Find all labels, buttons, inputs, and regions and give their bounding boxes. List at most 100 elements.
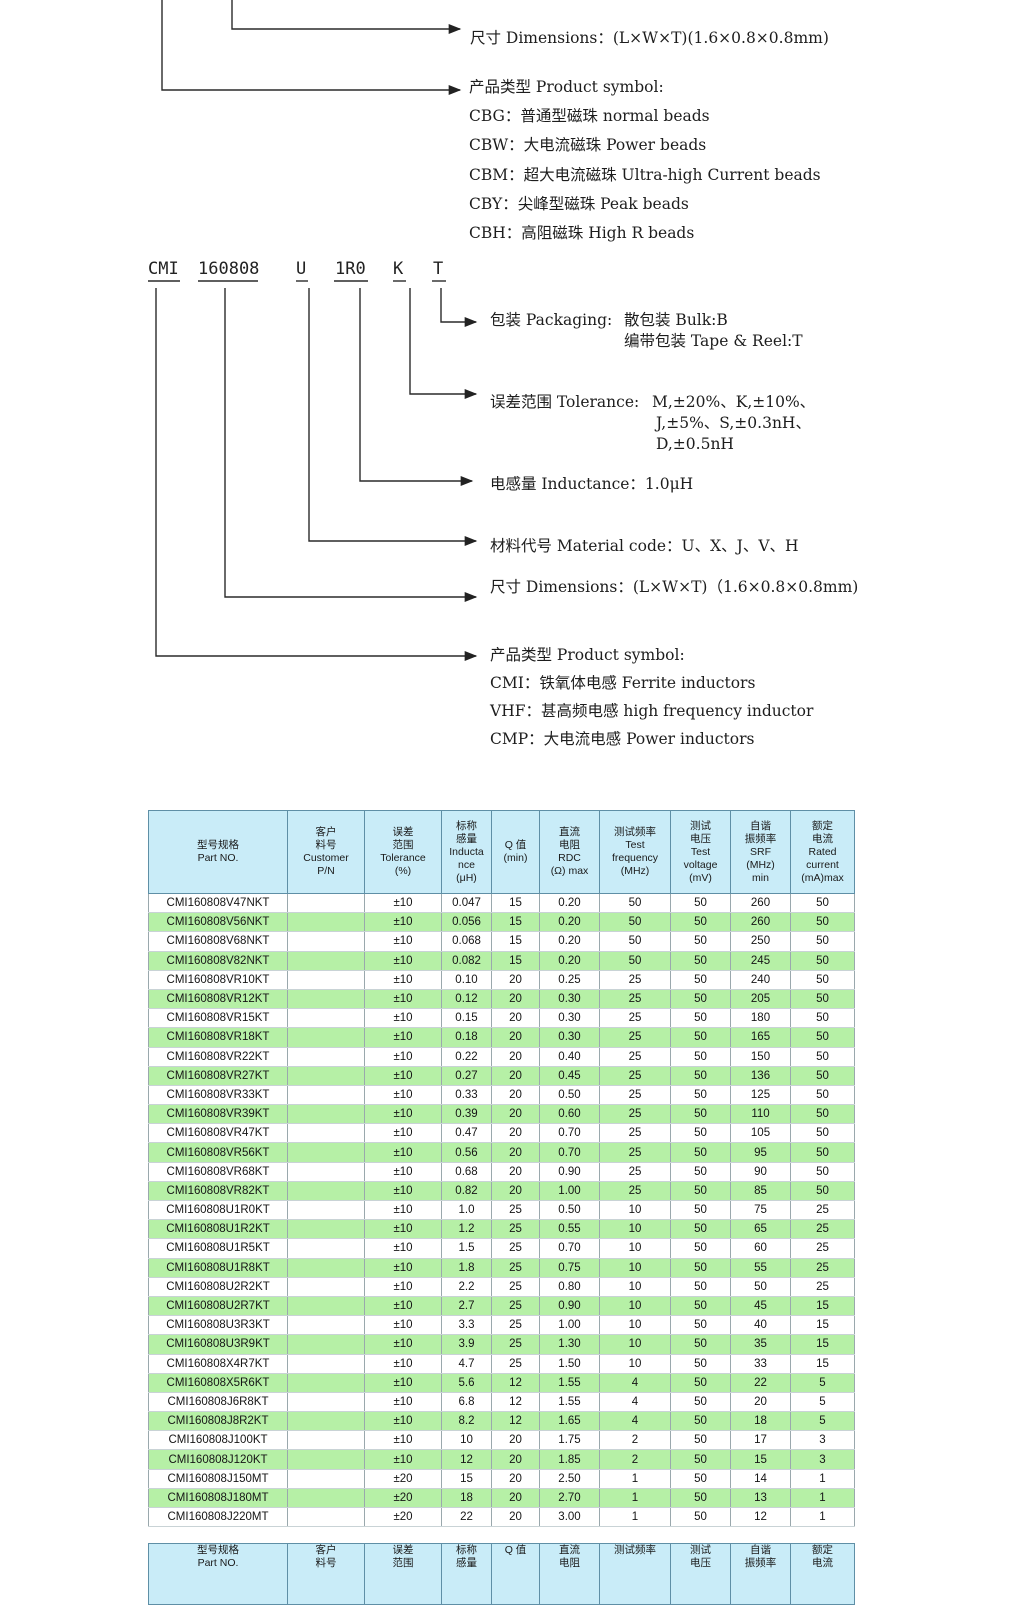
table-cell: CMI160808VR12KT	[148, 989, 288, 1010]
table-cell: 50	[670, 970, 731, 990]
table-cell	[287, 1085, 365, 1106]
table-cell: 50	[670, 1392, 731, 1413]
table-cell	[287, 1142, 365, 1163]
table-cell: 0.56	[441, 1142, 492, 1163]
table-cell: 1	[599, 1507, 671, 1528]
table-cell: 3.3	[441, 1315, 492, 1336]
table-cell: 25	[491, 1315, 540, 1336]
table-cell: ±10	[364, 1334, 442, 1355]
table-cell	[287, 951, 365, 971]
table-cell: CMI160808VR27KT	[148, 1066, 288, 1086]
table-cell: ±10	[364, 951, 442, 971]
table-cell: 75	[730, 1200, 791, 1221]
table-cell: 0.50	[539, 1200, 600, 1221]
beads-type-cbh: CBH：高阻磁珠 High R beads	[469, 224, 695, 242]
table-cell: 0.70	[539, 1123, 600, 1144]
dimensions-text: 尺寸 Dimensions：(L×W×T)（1.6×0.8×0.8mm)	[490, 578, 859, 596]
inductance-text: 电感量 Inductance：1.0μH	[490, 475, 694, 493]
table-cell: 20	[491, 1066, 540, 1086]
beads-type-cbw: CBW：大电流磁珠 Power beads	[469, 136, 707, 154]
table-cell: 0.20	[539, 931, 600, 952]
column-header: 误差 范围	[364, 1543, 442, 1605]
table-cell: CMI160808VR39KT	[148, 1104, 288, 1125]
table-cell: 50	[670, 1008, 731, 1029]
column-header: 型号规格 Part NO.	[148, 1543, 288, 1605]
table-cell: 50	[790, 1162, 855, 1182]
table-cell: 0.40	[539, 1047, 600, 1067]
table-cell: 95	[730, 1142, 791, 1163]
table-cell: CMI160808VR56KT	[148, 1142, 288, 1163]
column-header: 测试频率 Test frequency (MHz)	[599, 810, 671, 894]
table-cell: 25	[599, 970, 671, 990]
table-cell: 50	[790, 1085, 855, 1106]
table-cell: 1.50	[539, 1354, 600, 1374]
table-cell	[287, 1469, 365, 1489]
table-cell: CMI160808J8R2KT	[148, 1411, 288, 1432]
table-cell: 50	[790, 1047, 855, 1067]
table-cell: 25	[599, 1085, 671, 1106]
table-cell: 0.30	[539, 989, 600, 1010]
table-cell: ±10	[364, 1238, 442, 1259]
table-cell: ±20	[364, 1469, 442, 1489]
table-cell: CMI160808VR47KT	[148, 1123, 288, 1144]
leader-line-product	[155, 288, 478, 662]
table-cell: 10	[599, 1219, 671, 1240]
table-cell: 3.9	[441, 1334, 492, 1355]
table-cell: CMI160808VR82KT	[148, 1181, 288, 1202]
table-cell: 8.2	[441, 1411, 492, 1432]
table-cell: 13	[730, 1488, 791, 1509]
table-cell: 50	[670, 951, 731, 971]
column-header: 标称 感量	[441, 1543, 492, 1605]
table-cell: 20	[491, 1181, 540, 1202]
column-header: 直流 电阻 RDC (Ω) max	[539, 810, 600, 894]
table-cell: 18	[441, 1488, 492, 1509]
table-cell: 10	[599, 1315, 671, 1336]
table-cell: CMI160808J100KT	[148, 1430, 288, 1451]
table-cell: 25	[491, 1334, 540, 1355]
table-cell: ±20	[364, 1488, 442, 1509]
table-cell: 15	[491, 951, 540, 971]
table-cell: 0.90	[539, 1296, 600, 1317]
table-cell: 50	[730, 1277, 791, 1297]
table-cell	[287, 1315, 365, 1336]
table-cell: 0.68	[441, 1162, 492, 1182]
table-cell: 20	[491, 989, 540, 1010]
table-cell: 0.27	[441, 1066, 492, 1086]
table-cell: 1.55	[539, 1373, 600, 1393]
table-cell: 25	[790, 1258, 855, 1278]
table-cell: 20	[491, 1162, 540, 1182]
table-cell: 5.6	[441, 1373, 492, 1393]
tolerance-label: 误差范围 Tolerance:	[490, 393, 640, 411]
table-cell	[287, 1373, 365, 1393]
table-cell: 1	[790, 1507, 855, 1528]
table-cell: 33	[730, 1354, 791, 1374]
table-cell: ±10	[364, 1200, 442, 1221]
table-cell: 0.25	[539, 970, 600, 990]
table-cell: 15	[730, 1449, 791, 1470]
table-cell: 136	[730, 1066, 791, 1086]
table-cell: 2.70	[539, 1488, 600, 1509]
table-cell: 3	[790, 1449, 855, 1470]
table-cell: 1.30	[539, 1334, 600, 1355]
table-cell: ±10	[364, 1123, 442, 1144]
table-cell: 50	[670, 1181, 731, 1202]
table-cell: 25	[790, 1238, 855, 1259]
table-cell: CMI160808VR33KT	[148, 1085, 288, 1106]
table-cell: 0.18	[441, 1027, 492, 1048]
table-cell	[287, 1449, 365, 1470]
table-cell: 5	[790, 1373, 855, 1393]
table-cell: ±10	[364, 1027, 442, 1048]
table-cell: 105	[730, 1123, 791, 1144]
table-cell: ±10	[364, 1104, 442, 1125]
table-cell	[287, 970, 365, 990]
table-cell: 50	[790, 893, 855, 914]
table-cell: 50	[599, 912, 671, 933]
table-cell	[287, 1334, 365, 1355]
